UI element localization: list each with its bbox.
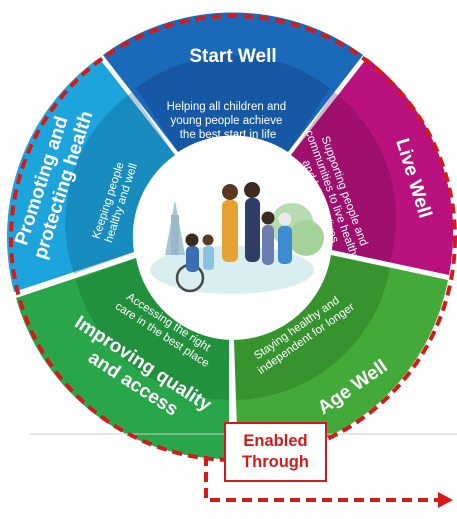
- arrow-head-icon: [438, 492, 453, 508]
- enabled-through-label: Enabled Through: [242, 432, 309, 471]
- dashed-outline: [9, 14, 457, 462]
- segment-improving-quality: [16, 258, 229, 460]
- person-figure: [245, 198, 260, 262]
- dashed-connector: [204, 456, 440, 502]
- segment-age-well: [234, 255, 448, 459]
- segment-live-well: [291, 58, 454, 275]
- start-well-subtitle-line-3: the best start in life: [180, 129, 277, 141]
- person-figure: [262, 225, 274, 265]
- person-figure: [222, 200, 238, 262]
- segment-start-well: [103, 12, 363, 153]
- start-well-subtitle-line-1: Helping all children and: [167, 101, 287, 113]
- start-well-subtitle-line-2: young people achieve: [170, 115, 282, 127]
- inner-ring: [65, 55, 397, 400]
- segment-promoting-health: [6, 58, 176, 292]
- start-well-subtitle: Helping all children and young people ac…: [167, 101, 290, 141]
- person-figure: [278, 226, 292, 264]
- outer-ring: [6, 12, 454, 460]
- enabled-through-badge: Enabled Through: [224, 422, 327, 482]
- start-well-title: Start Well: [189, 46, 276, 67]
- community-illustration: [150, 182, 324, 294]
